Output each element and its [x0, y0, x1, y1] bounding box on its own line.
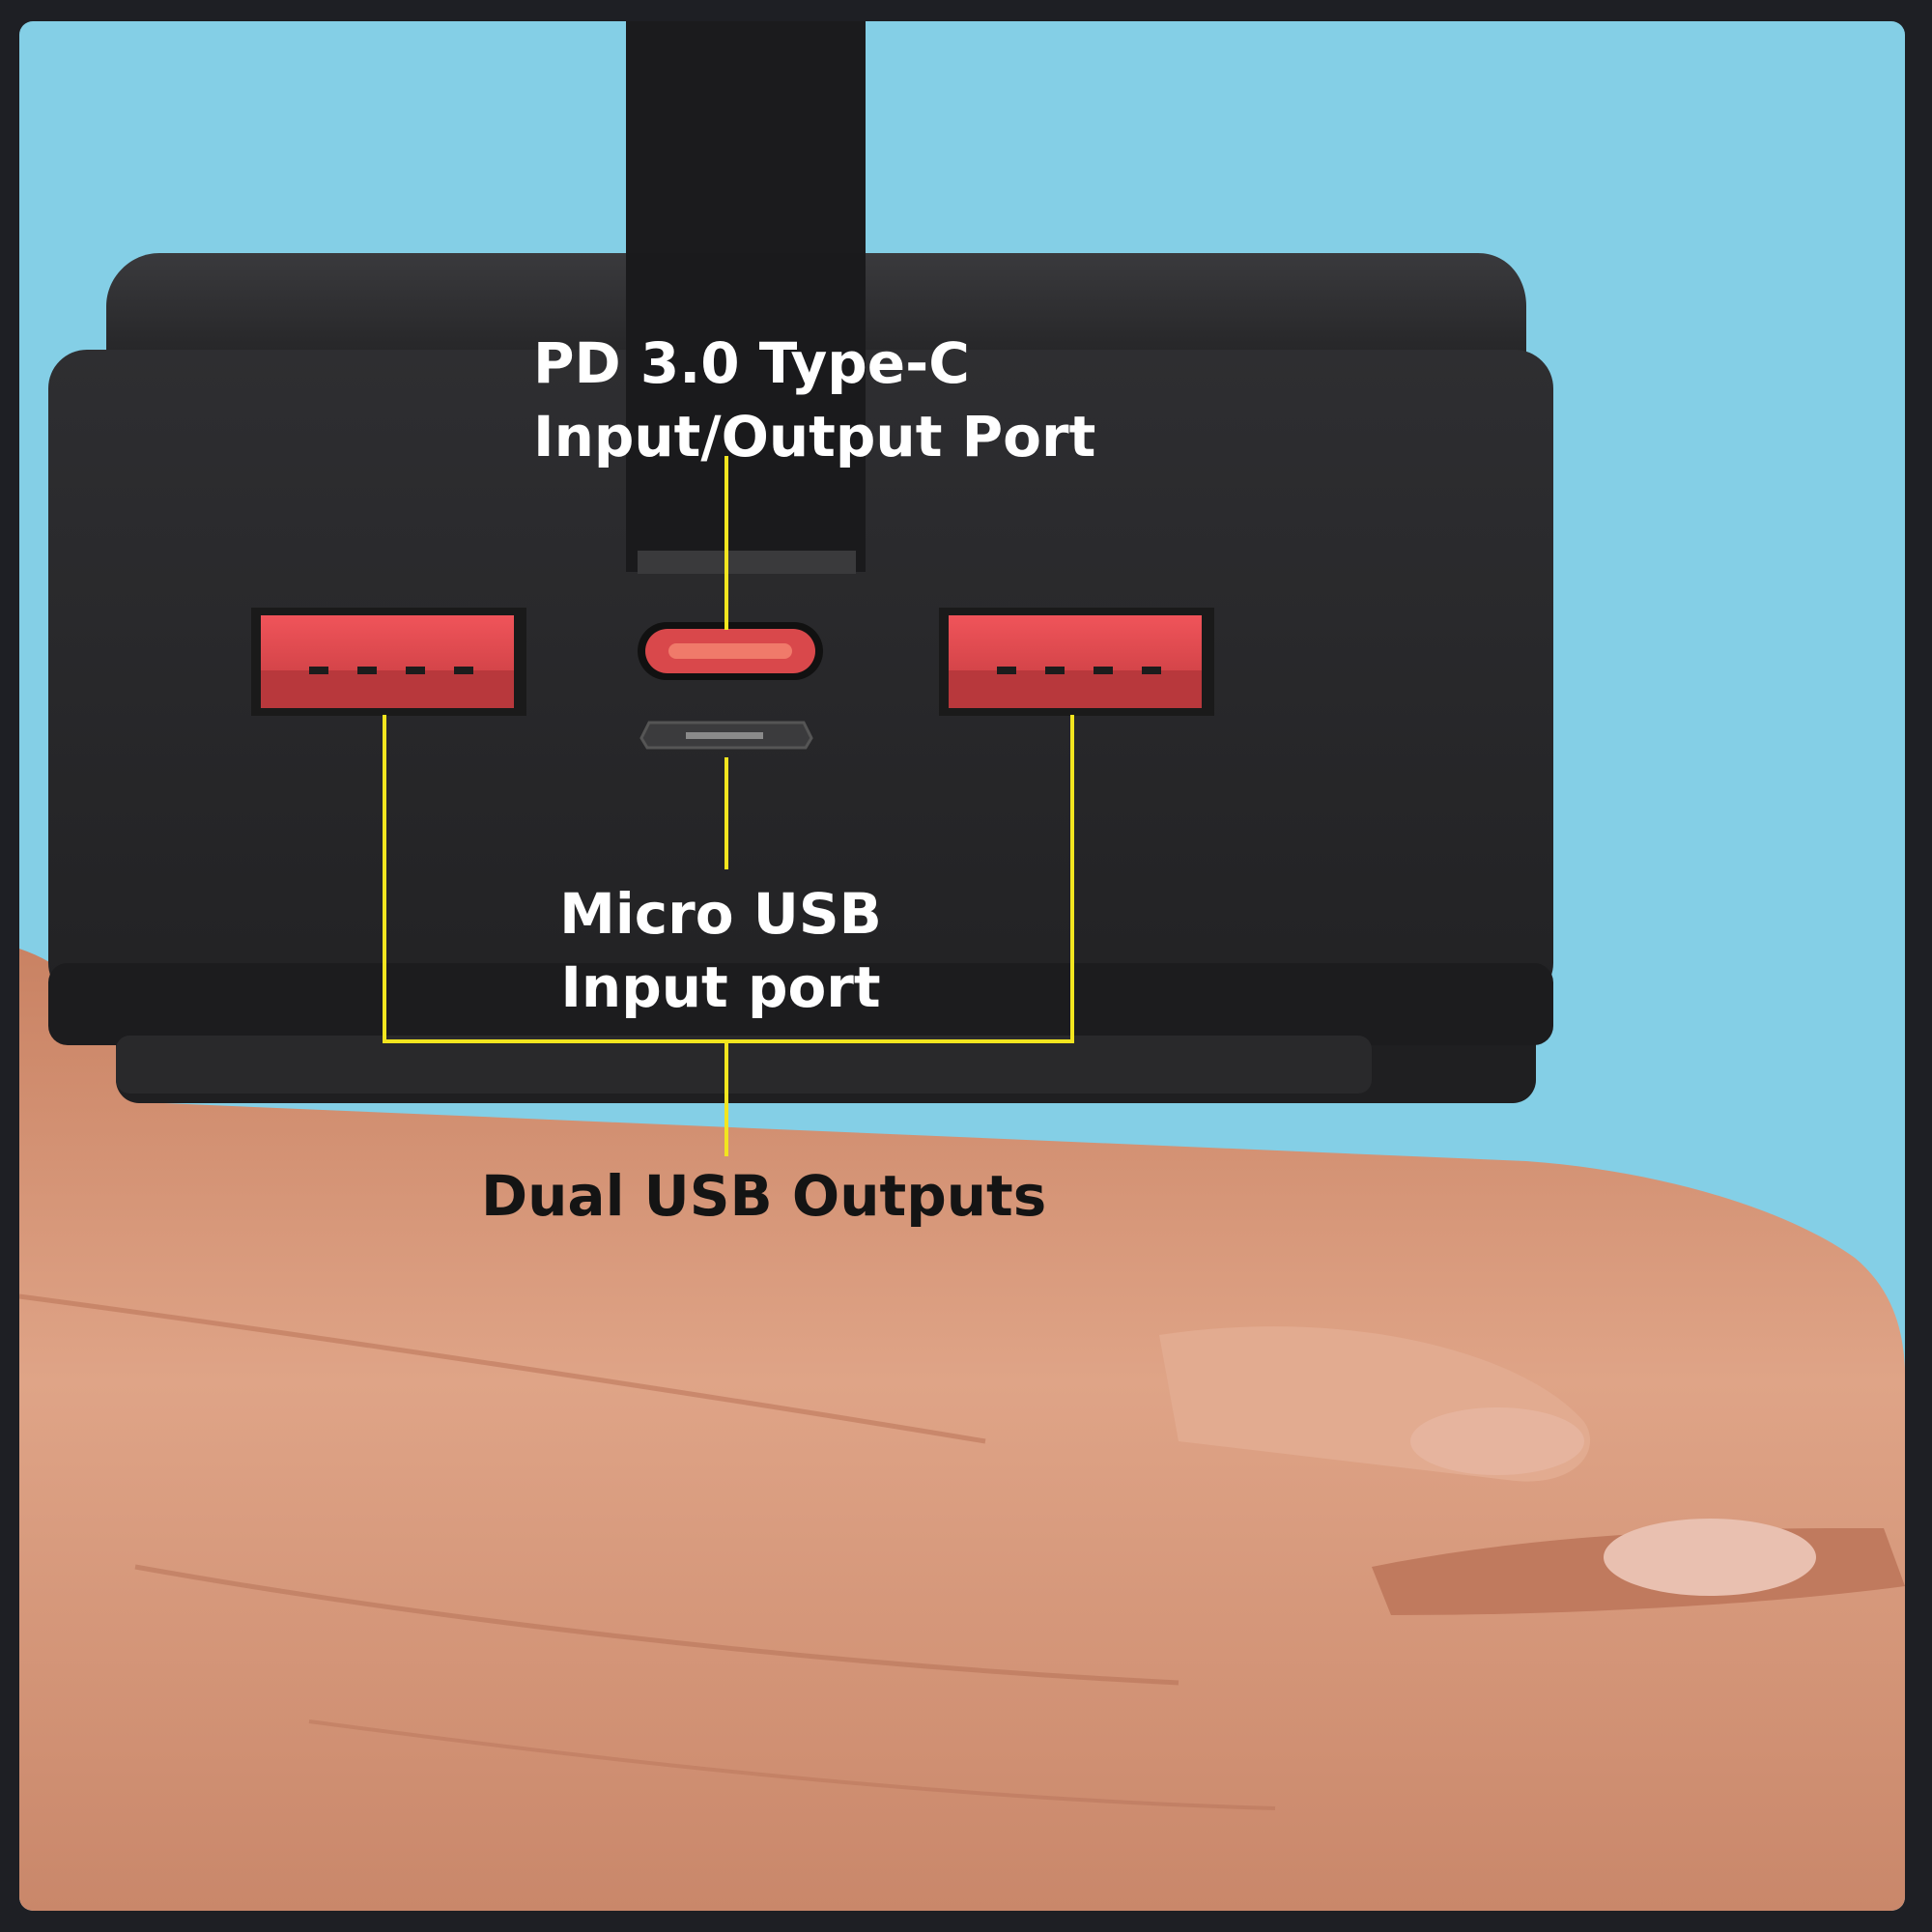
micro-usb-port-label: Micro USB Input port — [556, 877, 885, 1024]
usb-a-port-icon — [939, 608, 1214, 716]
micro-usb-port-icon — [639, 721, 813, 750]
dual-usb-label-text: Dual USB Outputs — [481, 1163, 1047, 1229]
type-c-label-line2: Input/Output Port — [533, 404, 1096, 469]
leader-lines — [383, 456, 1074, 1156]
usb-a-port-icon — [251, 608, 526, 716]
type-c-port-label: PD 3.0 Type-C Input/Output Port — [533, 327, 1096, 473]
product-image-frame: PD 3.0 Type-C Input/Output Port Micro US… — [19, 21, 1905, 1911]
hand — [19, 949, 1905, 1911]
micro-usb-label-line1: Micro USB — [559, 881, 882, 947]
type-c-label-line1: PD 3.0 Type-C — [533, 330, 970, 396]
micro-usb-label-line2: Input port — [560, 954, 881, 1020]
dual-usb-outputs-label: Dual USB Outputs — [481, 1159, 1047, 1233]
usb-c-port-icon — [638, 622, 823, 680]
power-bank-photo — [19, 21, 1905, 1911]
